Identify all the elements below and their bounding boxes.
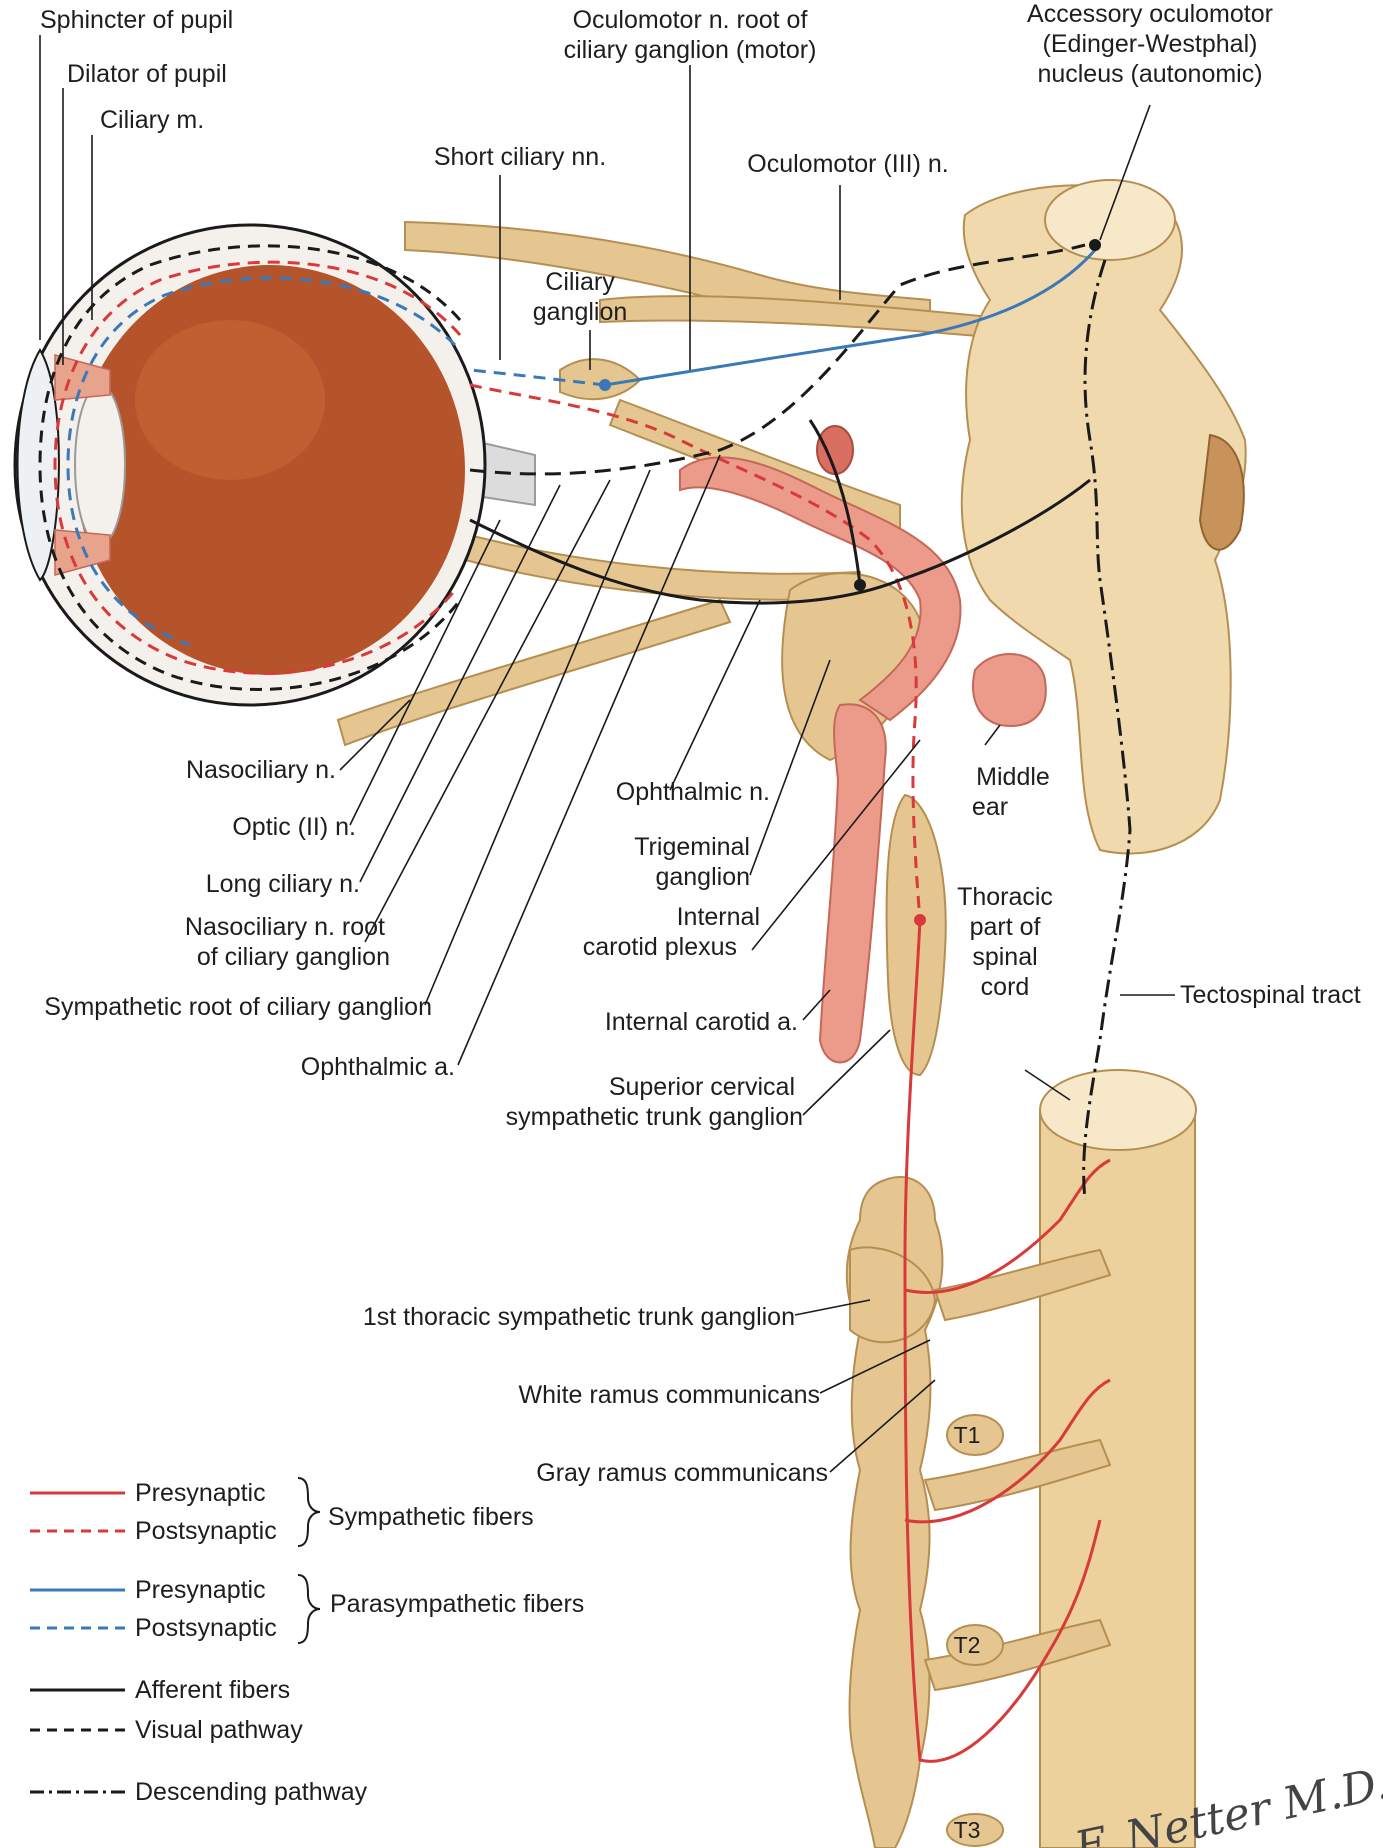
eye-parasympathetic-layer xyxy=(66,276,457,647)
pons-stump xyxy=(1198,433,1245,551)
label-nasociliary: Nasociliary n. xyxy=(186,756,336,784)
label-trigeminal-line1: Trigeminal xyxy=(634,833,750,861)
label-accessory-line2: (Edinger-Westphal) xyxy=(1043,30,1258,58)
legend-para-pre: Presynaptic xyxy=(135,1576,266,1604)
nerve-stump-t1 xyxy=(946,1414,1004,1456)
label-naso-root-line2: of ciliary ganglion xyxy=(197,943,390,971)
label-sphincter-pupil: Sphincter of pupil xyxy=(40,6,233,34)
labels: Sphincter of pupil Dilator of pupil Cili… xyxy=(40,0,1361,1843)
label-t3: T3 xyxy=(954,1817,981,1843)
legend-brace-para xyxy=(297,1574,321,1644)
eye-sympathetic-layer xyxy=(53,260,462,675)
legend-sym-pre: Presynaptic xyxy=(135,1479,266,1507)
sympathetic-presynaptic-path xyxy=(903,919,1111,1763)
legend-descending: Descending pathway xyxy=(135,1778,368,1806)
iris-upper xyxy=(54,354,111,401)
label-trigeminal-line2: ganglion xyxy=(655,863,750,891)
label-sup-cervical-line1: Superior cervical xyxy=(609,1073,795,1101)
label-tectospinal: Tectospinal tract xyxy=(1180,981,1361,1009)
label-middle-ear-line1: Middle xyxy=(976,763,1050,791)
label-ciliary-ganglion-line1: Ciliary xyxy=(545,268,615,296)
pathways xyxy=(469,239,1132,1763)
label-thoracic-line2: part of xyxy=(970,913,1041,941)
label-int-carotid-a: Internal carotid a. xyxy=(605,1008,798,1036)
label-t1: T1 xyxy=(954,1422,981,1448)
label-naso-root-line1: Nasociliary n. root xyxy=(185,913,385,941)
label-optic: Optic (II) n. xyxy=(232,813,356,841)
ganglion-bulge-t1 xyxy=(849,1246,937,1344)
ciliary-ganglion-shape xyxy=(559,358,642,401)
ciliary-ganglion-synapse xyxy=(599,379,611,391)
label-oculomotor-root-line2: ciliary ganglion (motor) xyxy=(564,36,817,64)
label-white-ramus: White ramus communicans xyxy=(519,1381,820,1409)
label-accessory-line1: Accessory oculomotor xyxy=(1027,0,1273,28)
label-ophthalmic-n: Ophthalmic n. xyxy=(616,778,770,806)
label-thoracic-line4: cord xyxy=(981,973,1030,1001)
ramus-t1 xyxy=(933,1248,1112,1322)
label-oculomotor-root-line1: Oculomotor n. root of xyxy=(573,6,808,34)
lens xyxy=(74,384,126,546)
label-dilator-pupil: Dilator of pupil xyxy=(67,60,227,88)
spinal-cord-section xyxy=(1039,1069,1197,1151)
label-t2: T2 xyxy=(954,1632,981,1658)
label-ciliary-m: Ciliary m. xyxy=(100,106,204,134)
legend-sym-post: Postsynaptic xyxy=(135,1517,277,1545)
label-int-carotid-plexus-line2: carotid plexus xyxy=(583,933,737,961)
label-int-carotid-plexus-line1: Internal xyxy=(677,903,760,931)
label-first-thoracic: 1st thoracic sympathetic trunk ganglion xyxy=(363,1303,795,1331)
middle-ear-shape xyxy=(972,653,1047,727)
visual-pathway-path xyxy=(469,243,1086,476)
afferent-path xyxy=(469,419,1091,605)
leader-lines xyxy=(39,35,1175,1473)
brainstem xyxy=(960,184,1247,855)
label-ciliary-ganglion-line2: ganglion xyxy=(533,298,628,326)
internal-carotid-artery xyxy=(818,703,887,1064)
legend-visual: Visual pathway xyxy=(135,1716,303,1744)
label-gray-ramus: Gray ramus communicans xyxy=(536,1459,828,1487)
label-sup-cervical-line2: sympathetic trunk ganglion xyxy=(506,1103,803,1131)
parasympathetic-postsynaptic-path xyxy=(469,368,606,387)
descending-pathway-path xyxy=(1082,259,1132,1201)
legend: Presynaptic Postsynaptic Sympathetic fib… xyxy=(30,1477,584,1806)
label-long-ciliary: Long ciliary n. xyxy=(206,870,360,898)
legend-afferent: Afferent fibers xyxy=(135,1676,290,1704)
legend-sym-group: Sympathetic fibers xyxy=(328,1503,534,1531)
label-thoracic-line3: spinal xyxy=(972,943,1037,971)
legend-para-post: Postsynaptic xyxy=(135,1614,277,1642)
superior-cervical-ganglion-shape xyxy=(885,793,947,1077)
parasympathetic-presynaptic-path xyxy=(604,249,1097,387)
trigeminal-synapse xyxy=(854,579,866,591)
eyeball-highlight xyxy=(135,320,325,480)
sympathetic-postsynaptic-path xyxy=(469,383,922,921)
label-accessory-line3: nucleus (autonomic) xyxy=(1037,60,1262,88)
label-thoracic-line1: Thoracic xyxy=(957,883,1053,911)
edinger-westphal-synapse xyxy=(1089,239,1101,251)
midbrain-section xyxy=(1044,179,1176,261)
ramus-t2 xyxy=(923,1438,1112,1512)
label-ophthalmic-a: Ophthalmic a. xyxy=(301,1053,455,1081)
label-oculomotor-iii: Oculomotor (III) n. xyxy=(747,150,948,178)
legend-para-group: Parasympathetic fibers xyxy=(330,1590,584,1618)
anatomy xyxy=(13,179,1247,1848)
label-short-ciliary: Short ciliary nn. xyxy=(434,143,606,171)
cornea xyxy=(16,348,60,582)
nerve-stump-t3 xyxy=(946,1813,1004,1847)
superior-cervical-synapse xyxy=(914,914,926,926)
label-middle-ear-line2: ear xyxy=(972,793,1008,821)
nasociliary-nerve xyxy=(336,598,732,747)
legend-brace-sym xyxy=(297,1477,321,1547)
label-sympathetic-root: Sympathetic root of ciliary ganglion xyxy=(44,993,432,1021)
nerve-stump-t2 xyxy=(946,1624,1004,1666)
